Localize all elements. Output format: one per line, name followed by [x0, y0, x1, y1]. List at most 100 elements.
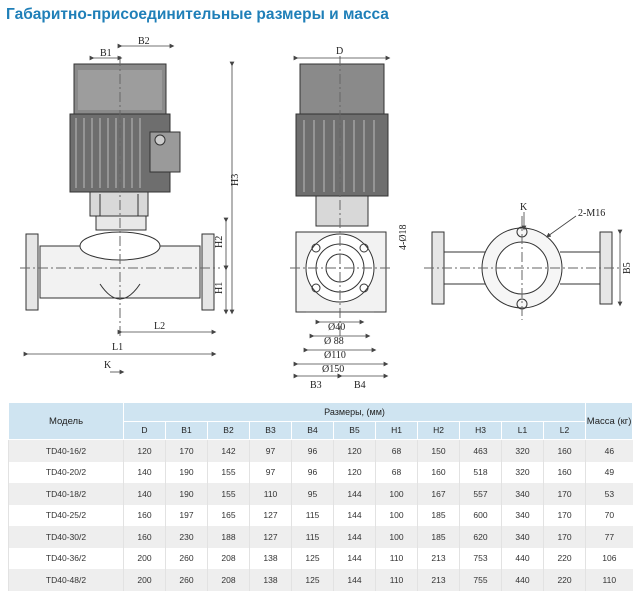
value-cell: 167 [417, 483, 460, 505]
value-cell: 620 [459, 526, 502, 548]
flange-left [25, 233, 39, 311]
value-cell: 110 [249, 483, 292, 505]
value-cell: 185 [417, 526, 460, 548]
column-header: B5 [333, 420, 376, 440]
value-cell: 320 [501, 461, 544, 483]
value-cell: 97 [249, 439, 292, 462]
value-cell: 518 [459, 461, 502, 483]
column-header: H2 [417, 420, 460, 440]
front-view [20, 56, 220, 336]
pump-drawing-svg: B1 B2 H3 H2 H1 L1 L2 K D 4-Ø18 [20, 36, 633, 391]
label-b4: B4 [354, 380, 366, 391]
value-cell: 144 [333, 483, 376, 505]
label-h3: H3 [230, 174, 241, 186]
value-cell: 96 [291, 461, 334, 483]
value-cell: 260 [165, 569, 208, 591]
value-cell: 125 [291, 569, 334, 591]
column-header: D [123, 420, 166, 440]
label-k-top: K [520, 202, 528, 213]
value-cell: 440 [501, 569, 544, 591]
label-flange: 2-M16 [578, 208, 605, 219]
mass-cell: 106 [585, 547, 633, 569]
page-title: Габаритно-присоединительные размеры и ма… [6, 6, 389, 23]
label-b3: B3 [310, 380, 322, 391]
value-cell: 97 [249, 461, 292, 483]
header-mass: Масса (кг) [585, 402, 634, 440]
label-d150: Ø150 [322, 364, 344, 375]
column-header: L2 [542, 420, 587, 440]
mass-cell: 110 [585, 569, 633, 591]
value-cell: 127 [249, 504, 292, 526]
value-cell: 120 [333, 439, 376, 462]
model-cell: TD40-16/2 [8, 439, 124, 462]
model-cell: TD40-18/2 [8, 483, 124, 505]
value-cell: 115 [291, 526, 334, 548]
value-cell: 440 [501, 547, 544, 569]
value-cell: 230 [165, 526, 208, 548]
model-cell: TD40-20/2 [8, 461, 124, 483]
mass-cell: 46 [585, 439, 633, 462]
value-cell: 208 [207, 569, 250, 591]
label-h2: H2 [214, 236, 225, 248]
value-cell: 110 [375, 569, 418, 591]
value-cell: 200 [123, 569, 166, 591]
value-cell: 220 [542, 547, 586, 569]
header-dimensions: Размеры, (мм) [122, 402, 587, 422]
value-cell: 100 [375, 483, 418, 505]
value-cell: 200 [123, 547, 166, 569]
value-cell: 138 [249, 569, 292, 591]
label-h1: H1 [214, 282, 225, 294]
value-cell: 260 [165, 547, 208, 569]
value-cell: 160 [542, 439, 586, 462]
value-cell: 155 [207, 461, 250, 483]
value-cell: 463 [459, 439, 502, 462]
value-cell: 68 [375, 439, 418, 462]
value-cell: 100 [375, 504, 418, 526]
mass-cell: 70 [585, 504, 633, 526]
label-bolts: 4-Ø18 [398, 224, 409, 250]
value-cell: 125 [291, 547, 334, 569]
value-cell: 213 [417, 547, 460, 569]
value-cell: 160 [123, 504, 166, 526]
value-cell: 755 [459, 569, 502, 591]
value-cell: 144 [333, 526, 376, 548]
value-cell: 100 [375, 526, 418, 548]
value-cell: 170 [542, 504, 586, 526]
value-cell: 557 [459, 483, 502, 505]
value-cell: 120 [333, 461, 376, 483]
label-d88: Ø 88 [324, 336, 344, 347]
label-d40: Ø40 [328, 322, 345, 333]
value-cell: 170 [165, 439, 208, 462]
value-cell: 340 [501, 483, 544, 505]
value-cell: 165 [207, 504, 250, 526]
value-cell: 160 [542, 461, 586, 483]
side-view [290, 56, 392, 336]
column-header: B3 [249, 420, 292, 440]
column-header: B4 [291, 420, 334, 440]
label-b2: B2 [138, 36, 150, 47]
value-cell: 95 [291, 483, 334, 505]
label-l1: L1 [112, 342, 123, 353]
mass-cell: 49 [585, 461, 633, 483]
technical-drawing: B1 B2 H3 H2 H1 L1 L2 K D 4-Ø18 [0, 36, 640, 398]
column-header: B1 [165, 420, 208, 440]
column-header: H1 [375, 420, 418, 440]
value-cell: 208 [207, 547, 250, 569]
value-cell: 213 [417, 569, 460, 591]
model-cell: TD40-48/2 [8, 569, 124, 591]
value-cell: 753 [459, 547, 502, 569]
mass-cell: 53 [585, 483, 633, 505]
value-cell: 170 [542, 526, 586, 548]
label-d: D [336, 46, 343, 57]
label-b1: B1 [100, 48, 112, 59]
column-header: B2 [207, 420, 250, 440]
mass-cell: 77 [585, 526, 633, 548]
column-header: L1 [501, 420, 544, 440]
top-view [424, 216, 620, 320]
model-cell: TD40-30/2 [8, 526, 124, 548]
value-cell: 140 [123, 483, 166, 505]
